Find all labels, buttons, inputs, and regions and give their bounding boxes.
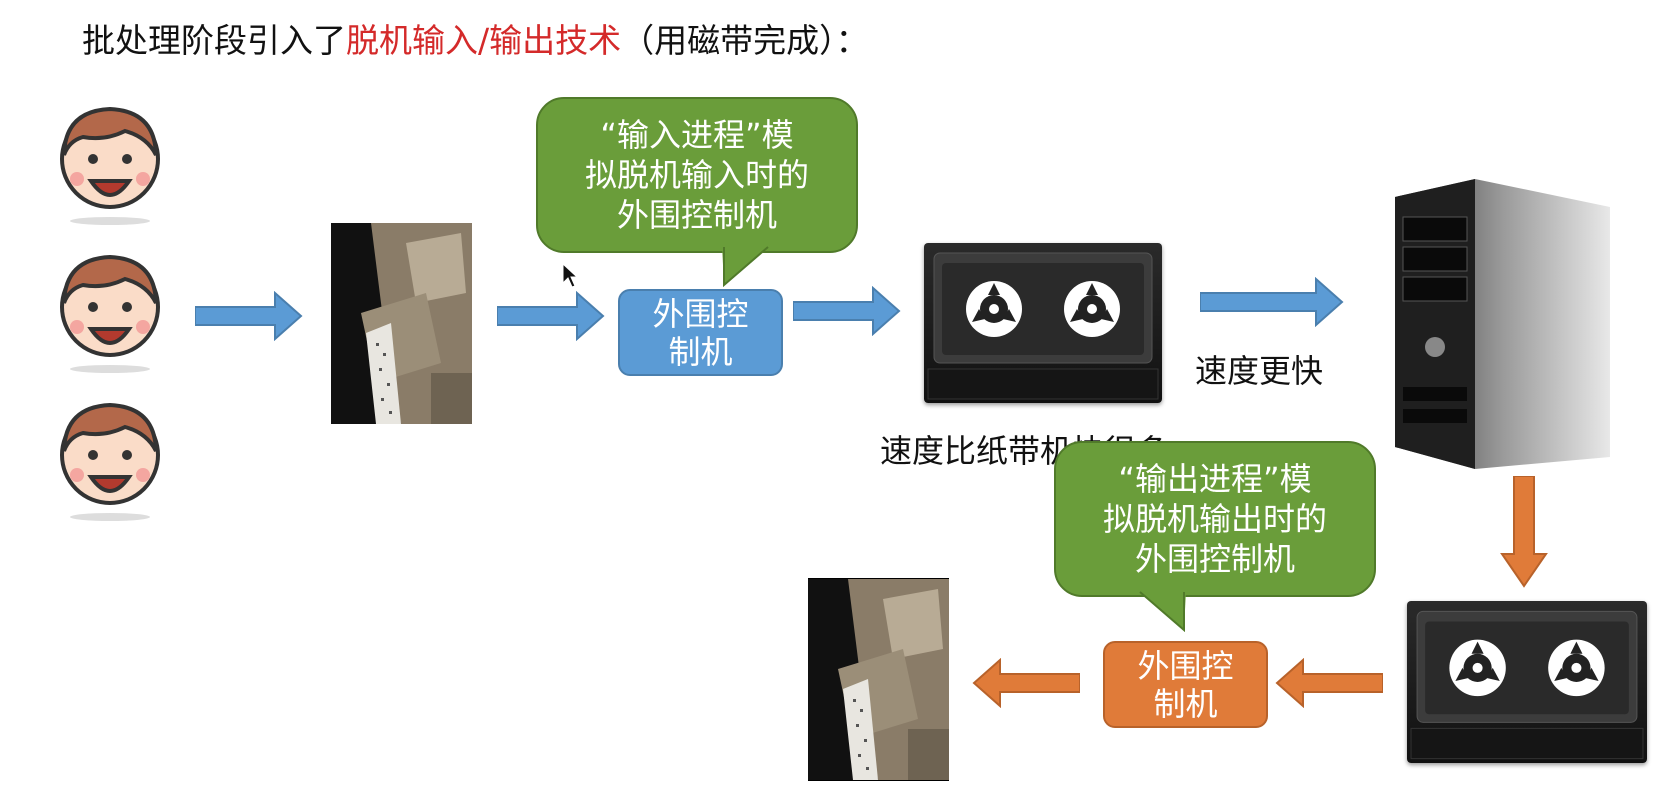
- user-face-icon: [60, 106, 160, 225]
- computer-tower-icon: [1395, 179, 1610, 469]
- user-face-icon: [60, 402, 160, 521]
- peripheral-controller-output: 外围控制机: [1103, 641, 1268, 728]
- input-process-bubble: “输入进程”模拟脱机输入时的外围控制机: [536, 97, 858, 253]
- user-face-icon: [60, 254, 160, 373]
- bubble-tail: [1138, 590, 1186, 632]
- bubble-tail: [722, 245, 770, 287]
- arrow-right-icon: [195, 291, 303, 341]
- cursor-icon: [562, 263, 578, 288]
- tape-drive-icon: [1407, 601, 1647, 763]
- arrow-left-icon: [1275, 658, 1383, 708]
- arrow-down-icon: [1500, 476, 1548, 588]
- punch-card-machine-icon: [808, 578, 949, 781]
- output-process-bubble: “输出进程”模拟脱机输出时的外围控制机: [1054, 441, 1376, 597]
- tape-drive-icon: [924, 243, 1162, 403]
- arrow-right-icon: [497, 291, 605, 341]
- label-faster: 速度更快: [1195, 352, 1324, 390]
- peripheral-controller-input: 外围控制机: [618, 289, 783, 376]
- page-title: 批处理阶段引入了脱机输入/输出技术（用磁带完成）：: [82, 21, 869, 60]
- arrow-right-icon: [793, 286, 901, 336]
- arrow-left-icon: [972, 658, 1080, 708]
- punch-card-machine-icon: [331, 223, 472, 424]
- arrow-right-icon: [1200, 277, 1344, 327]
- title-highlight: 脱机输入/输出技术: [346, 21, 622, 60]
